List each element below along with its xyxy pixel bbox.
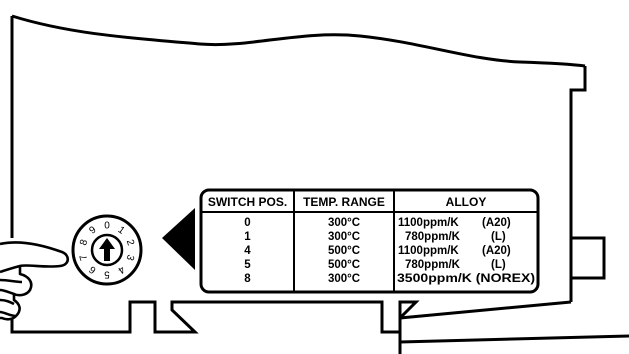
device-housing — [10, 14, 629, 354]
table-row: 8 300°C 3500ppm/K (NOREX) — [244, 273, 535, 285]
header-switch-pos: SWITCH POS. — [208, 195, 287, 209]
pointing-hand-icon — [0, 241, 70, 321]
cell-temp: 300°C — [328, 217, 360, 229]
dial-digit: 9 — [87, 224, 98, 236]
dial-digit: 6 — [87, 263, 98, 275]
settings-table: SWITCH POS. TEMP. RANGE ALLOY 0 300°C 11… — [199, 188, 540, 294]
arrow-up-icon — [99, 238, 115, 261]
cell-switch-pos: 1 — [244, 231, 251, 243]
header-alloy: ALLOY — [446, 195, 487, 209]
cell-temp: 500°C — [328, 259, 360, 271]
table-row: 0 300°C 1100ppm/K (A20) — [244, 217, 511, 229]
cell-switch-pos: 0 — [244, 217, 250, 229]
cell-alloy-code: (L) — [491, 259, 506, 271]
cell-temp: 500°C — [328, 245, 360, 257]
housing-rail — [399, 334, 629, 344]
dial-digit: 5 — [104, 269, 110, 280]
table-row: 5 500°C 780ppm/K (L) — [244, 259, 506, 271]
table-row: 1 300°C 780ppm/K (L) — [244, 231, 506, 243]
dial-digit: 3 — [124, 253, 136, 262]
cell-switch-pos: 4 — [244, 245, 251, 257]
dial-digit: 0 — [104, 221, 110, 232]
dial-digit: 8 — [78, 238, 90, 247]
dial-digit: 4 — [115, 263, 126, 275]
header-temp-range: TEMP. RANGE — [303, 195, 385, 209]
cell-alloy: 1100ppm/K — [398, 217, 459, 229]
right-connector — [571, 236, 606, 280]
cell-alloy-code: (A20) — [482, 245, 511, 257]
dial-digit: 2 — [124, 238, 136, 247]
dial-digit: 1 — [116, 225, 127, 237]
table-row: 4 500°C 1100ppm/K (A20) — [244, 245, 511, 257]
cell-alloy-code: (A20) — [482, 217, 511, 229]
cell-alloy: 780ppm/K — [405, 259, 461, 271]
housing-top-edge — [11, 14, 586, 68]
cell-alloy-code: (L) — [491, 231, 506, 243]
cell-alloy: 780ppm/K — [405, 231, 461, 243]
housing-right-side — [569, 66, 587, 302]
cell-switch-pos: 8 — [244, 273, 251, 285]
cell-alloy: 3500ppm/K (NOREX) — [397, 273, 535, 285]
dial-digit: 7 — [78, 253, 90, 262]
table-frame — [199, 188, 540, 294]
cell-temp: 300°C — [328, 231, 360, 243]
cell-switch-pos: 5 — [244, 259, 251, 271]
pointer-triangle — [162, 208, 195, 270]
housing-bottom-right — [399, 300, 572, 320]
cell-temp: 300°C — [328, 273, 360, 285]
housing-bottom — [10, 300, 420, 354]
cell-alloy: 1100ppm/K — [398, 245, 459, 257]
